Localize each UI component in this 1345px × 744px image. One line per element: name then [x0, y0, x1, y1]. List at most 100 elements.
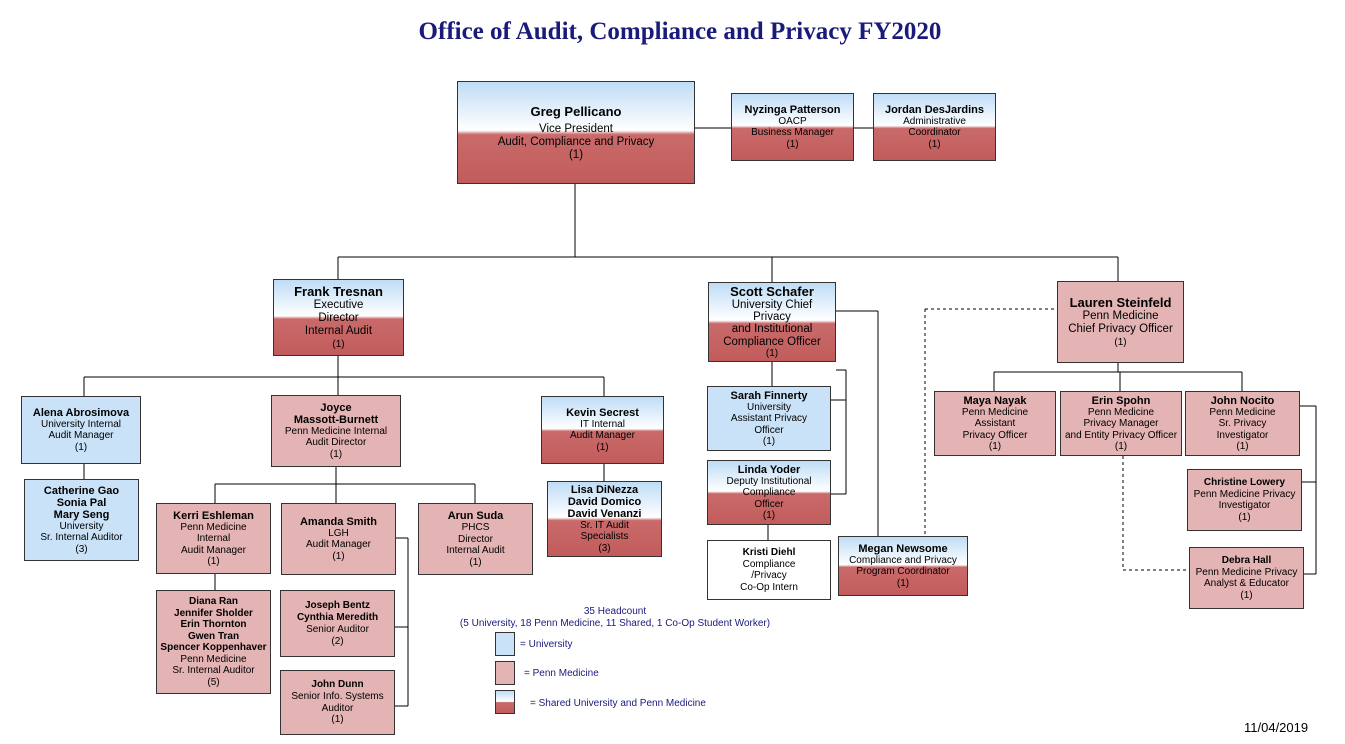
- node-title: Compliance: [742, 558, 796, 570]
- node-frank-tresnan: Frank Tresnan Executive Director Interna…: [273, 279, 404, 356]
- node-name: David Venanzi: [567, 507, 642, 520]
- node-title: and Entity Privacy Officer: [1064, 429, 1178, 441]
- node-name: Diana Ran: [189, 596, 238, 607]
- node-title: Penn Medicine: [1087, 406, 1155, 418]
- node-kerri-eshleman: Kerri Eshleman Penn Medicine Internal Au…: [156, 503, 271, 574]
- node-title: Deputy Institutional: [726, 475, 812, 487]
- node-count: (1): [329, 448, 343, 460]
- node-title: Penn Medicine Privacy: [1195, 566, 1298, 578]
- node-count: (1): [762, 436, 776, 447]
- node-count: (1): [207, 556, 220, 567]
- node-title: Penn Medicine Internal: [284, 425, 388, 437]
- node-title: Sr. Privacy: [1218, 418, 1267, 429]
- node-title: Co-Op Intern: [740, 581, 798, 593]
- node-name: Sonia Pal: [56, 496, 107, 509]
- node-count: (1): [1240, 589, 1253, 601]
- node-title: Penn Medicine: [180, 521, 247, 533]
- node-count: (1): [1236, 441, 1249, 452]
- node-name: Amanda Smith: [299, 515, 377, 528]
- node-title: Compliance: [742, 487, 796, 498]
- node-count: (1): [1238, 511, 1251, 523]
- node-name: Spencer Koppenhaver: [160, 642, 267, 653]
- node-title: Privacy Officer: [962, 429, 1028, 441]
- legend-label-penn-medicine: = Penn Medicine: [524, 668, 599, 679]
- node-title: Officer: [754, 498, 784, 510]
- node-name: Mary Seng: [53, 508, 110, 521]
- node-title: Compliance and Privacy: [849, 554, 957, 566]
- node-title: Business Manager: [751, 127, 834, 139]
- node-title: Audit Manager: [305, 539, 372, 551]
- node-john-dunn: John Dunn Senior Info. Systems Auditor (…: [280, 670, 395, 735]
- node-count: (2): [331, 635, 344, 647]
- node-title: Sr. IT Audit: [580, 519, 629, 531]
- node-title: Assistant Privacy: [730, 413, 808, 424]
- node-title: Executive: [313, 299, 364, 311]
- node-kristi-diehl: Kristi Diehl Compliance /Privacy Co-Op I…: [707, 540, 831, 600]
- node-john-nocito: John Nocito Penn Medicine Sr. Privacy In…: [1185, 391, 1300, 456]
- node-count: (1): [762, 510, 776, 521]
- node-name: Maya Nayak: [963, 394, 1027, 407]
- node-count: (1): [74, 441, 88, 453]
- node-title: University Internal: [40, 418, 122, 430]
- chart-date: 11/04/2019: [1244, 720, 1309, 735]
- node-count: (1): [332, 550, 345, 562]
- node-title: Director: [457, 533, 493, 545]
- node-title: Coordinator: [908, 127, 961, 139]
- node-name: Linda Yoder: [737, 463, 801, 476]
- node-count: (1): [765, 347, 779, 359]
- node-title: Chief Privacy Officer: [1068, 323, 1173, 335]
- node-count: (1): [568, 148, 584, 161]
- node-alena-abrosimova: Alena Abrosimova University Internal Aud…: [21, 396, 141, 464]
- node-title: Internal Audit: [304, 325, 373, 337]
- node-name: Lauren Steinfeld: [1069, 295, 1172, 310]
- node-title: Administrative: [903, 115, 966, 127]
- node-name: Catherine Gao: [43, 484, 120, 497]
- node-name: Megan Newsome: [858, 542, 948, 555]
- node-title: Penn Medicine Privacy: [1193, 488, 1296, 500]
- node-title: Auditor: [321, 702, 354, 714]
- node-name: Kristi Diehl: [742, 546, 796, 558]
- headcount-breakdown: (5 University, 18 Penn Medicine, 11 Shar…: [459, 618, 771, 629]
- node-name: Kerri Eshleman: [173, 509, 254, 522]
- node-joseph-bentz-group: Joseph Bentz Cynthia Meredith Senior Aud…: [280, 590, 395, 657]
- node-title: Internal: [196, 533, 231, 544]
- node-title: Investigator: [1216, 429, 1269, 441]
- node-name: Gwen Tran: [187, 630, 240, 642]
- node-title: PHCS: [461, 522, 490, 533]
- node-title: /Privacy: [751, 570, 787, 582]
- node-name: Lisa DiNezza: [570, 483, 639, 496]
- node-name: Christine Lowery: [1203, 476, 1286, 488]
- node-title: Vice President: [539, 122, 613, 135]
- node-joyce-massott-burnett: Joyce Massott-Burnett Penn Medicine Inte…: [271, 395, 401, 467]
- node-greg-pellicano: Greg Pellicano Vice President Audit, Com…: [457, 81, 695, 184]
- legend-swatch-shared: [495, 690, 515, 714]
- node-title: Analyst & Educator: [1203, 578, 1290, 590]
- node-name: Joseph Bentz: [304, 600, 370, 611]
- node-title: Privacy Manager: [1083, 418, 1159, 429]
- node-nyzinga-patterson: Nyzinga Patterson OACP Business Manager …: [731, 93, 854, 161]
- node-arun-suda: Arun Suda PHCS Director Internal Audit (…: [418, 503, 533, 575]
- node-linda-yoder: Linda Yoder Deputy Institutional Complia…: [707, 460, 831, 525]
- chart-title: Office of Audit, Compliance and Privacy …: [418, 18, 942, 45]
- node-name: Jordan DesJardins: [884, 103, 985, 116]
- node-title: Assistant: [974, 418, 1016, 429]
- node-lauren-steinfeld: Lauren Steinfeld Penn Medicine Chief Pri…: [1057, 281, 1184, 363]
- node-name: Greg Pellicano: [530, 103, 622, 119]
- node-title: Penn Medicine: [1082, 310, 1159, 322]
- node-maya-nayak: Maya Nayak Penn Medicine Assistant Priva…: [934, 391, 1056, 456]
- node-count: (1): [469, 556, 482, 568]
- node-count: (1): [1114, 441, 1128, 452]
- legend-swatch-university: [495, 632, 515, 656]
- node-name: Joyce: [320, 401, 352, 414]
- node-christine-lowery: Christine Lowery Penn Medicine Privacy I…: [1187, 469, 1302, 531]
- node-title: Sr. Internal Auditor: [172, 665, 255, 676]
- node-name: Scott Schafer: [730, 283, 814, 299]
- node-name: David Domico: [567, 495, 642, 508]
- node-amanda-smith: Amanda Smith LGH Audit Manager (1): [281, 503, 396, 575]
- node-debra-hall: Debra Hall Penn Medicine Privacy Analyst…: [1189, 547, 1304, 609]
- node-name: Erin Spohn: [1091, 394, 1151, 407]
- node-name: Frank Tresnan: [294, 284, 383, 299]
- legend-swatch-penn-medicine: [495, 661, 515, 685]
- node-count: (1): [928, 138, 941, 150]
